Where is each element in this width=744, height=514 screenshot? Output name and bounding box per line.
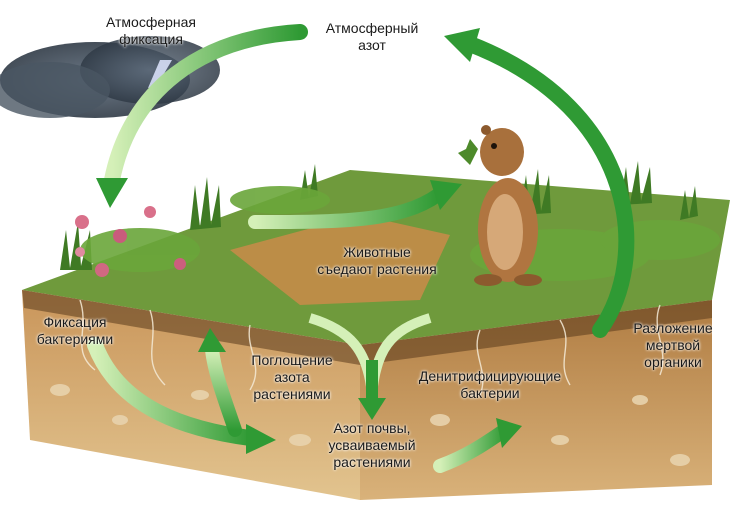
arrow-decomposition [462, 36, 635, 338]
clover-flower-icon [75, 206, 186, 277]
label-denitrifying-bacteria: Денитрифицирующие бактерии [418, 368, 562, 401]
label-atmospheric-nitrogen: Атмосферный азот [325, 20, 419, 53]
lightning-icon [140, 60, 172, 120]
arrow-bacterial-fixation [87, 337, 258, 446]
label-decomposition: Разложение мертвой органики [633, 320, 713, 370]
label-animals-eat-plants: Животные съедают растения [317, 244, 437, 277]
gopher-icon [458, 125, 542, 286]
storm-cloud-icon [0, 36, 220, 118]
arrow-animals-eat-plants [248, 188, 445, 229]
plant-roots [79, 299, 664, 396]
arrow-plant-uptake [205, 343, 242, 437]
soil-pebbles [50, 384, 690, 466]
label-bacterial-fixation: Фиксация бактериями [36, 314, 114, 347]
label-soil-nitrogen: Азот почвы, усваиваемый растениями [328, 420, 416, 470]
cycle-arrows [87, 24, 635, 473]
arrow-atmospheric-fixation [104, 24, 308, 188]
label-atmospheric-fixation: Атмосферная фиксация [105, 14, 197, 47]
label-plant-uptake: Поглощение азота растениями [251, 352, 333, 402]
